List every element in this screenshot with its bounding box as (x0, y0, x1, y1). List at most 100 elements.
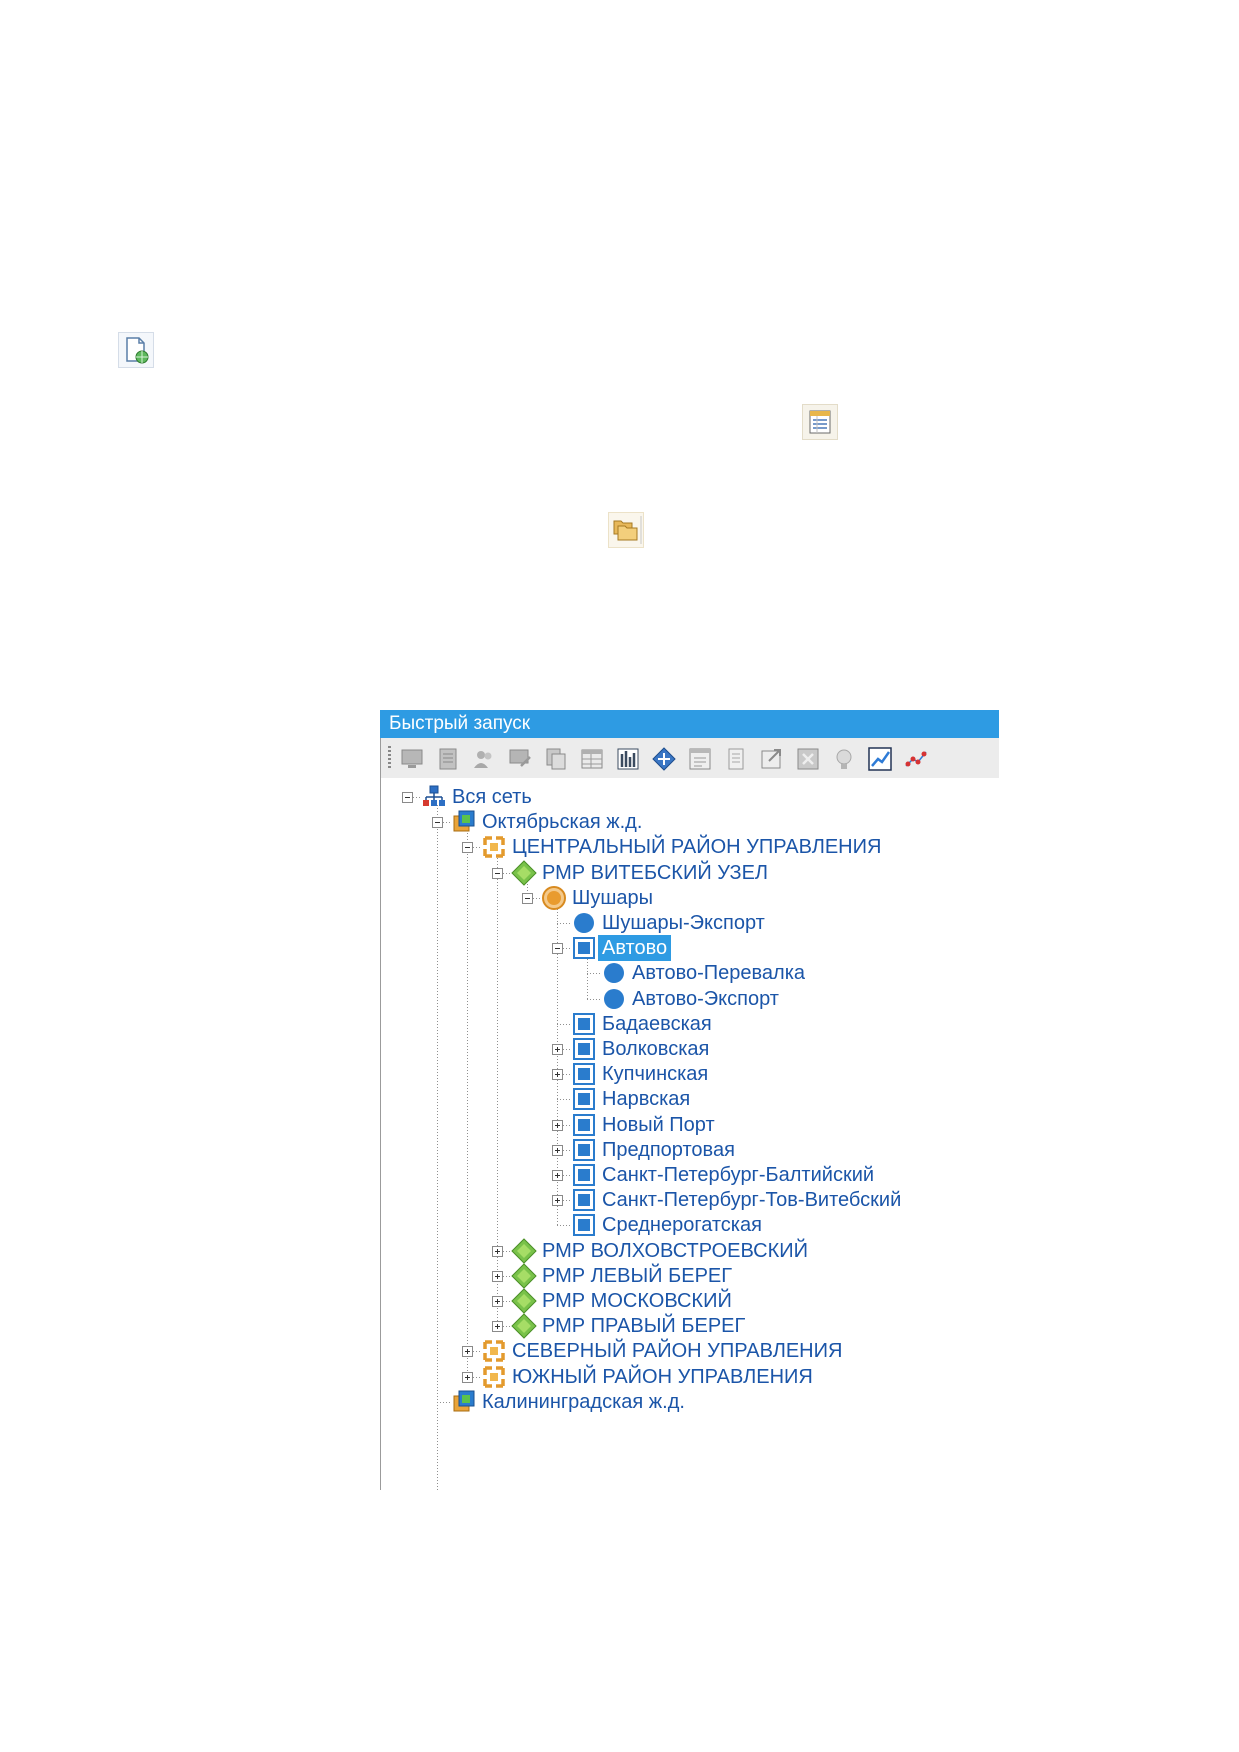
server-icon (439, 748, 457, 770)
station-icon (571, 1086, 597, 1112)
tree-connector (467, 1351, 481, 1353)
copy-button[interactable] (543, 746, 569, 772)
tree-guide-line (587, 956, 588, 999)
users-icon (474, 751, 492, 768)
users-button[interactable] (471, 746, 497, 772)
table-button[interactable] (579, 746, 605, 772)
tree-connector (557, 1049, 571, 1050)
tree-node-label[interactable]: ЦЕНТРАЛЬНЫЙ РАЙОН УПРАВЛЕНИЯ (512, 836, 882, 859)
tree-connector (467, 847, 481, 849)
station-icon (571, 935, 597, 961)
expand-toggle[interactable] (552, 1119, 563, 1131)
expand-toggle[interactable] (492, 1270, 503, 1282)
navigate-button[interactable] (651, 746, 677, 772)
expand-toggle[interactable] (462, 1346, 473, 1358)
table-list-icon[interactable] (802, 404, 838, 440)
tree-node-label[interactable]: Волковская (602, 1038, 710, 1060)
tree-node-label[interactable]: РМР МОСКОВСКИЙ (542, 1290, 732, 1312)
expand-toggle[interactable] (552, 1044, 563, 1055)
monitor-edit-button[interactable] (507, 746, 533, 772)
district-icon (481, 1364, 507, 1390)
tree-node-label[interactable]: Автово-Перевалка (632, 962, 806, 985)
tree-node-label[interactable]: Новый Порт (602, 1113, 715, 1136)
tree-connector (557, 1149, 571, 1151)
railway-icon (451, 1389, 477, 1415)
collapse-toggle[interactable] (432, 817, 443, 829)
tree-guide-line (437, 805, 438, 1402)
tree-node-label[interactable]: Нарвская (602, 1088, 691, 1111)
railway-icon (451, 809, 477, 835)
monitor-button[interactable] (399, 746, 425, 772)
expand-toggle[interactable] (552, 1144, 563, 1156)
tree-node-label[interactable]: Автово (598, 935, 672, 962)
toolbar-grip[interactable] (388, 746, 391, 770)
line-chart-icon (868, 747, 892, 771)
station-icon (571, 1212, 597, 1238)
tree-connector (467, 1376, 481, 1378)
tree-node-label[interactable]: Предпортовая (602, 1138, 735, 1161)
monitor-icon (401, 749, 423, 768)
bar-chart-icon (617, 748, 639, 770)
collapse-toggle[interactable] (462, 842, 473, 854)
tree-node-label[interactable]: РМР ВОЛХОВСТРОЕВСКИЙ (542, 1239, 809, 1262)
collapse-toggle[interactable] (492, 867, 503, 879)
expand-toggle[interactable] (492, 1296, 503, 1307)
collapse-toggle[interactable] (552, 943, 563, 955)
tree-connector (557, 1225, 571, 1227)
expand-toggle[interactable] (552, 1069, 563, 1081)
tree-node-label[interactable]: Санкт-Петербург-Балтийский (602, 1164, 875, 1186)
station-icon (571, 1137, 597, 1163)
expand-toggle[interactable] (552, 1170, 563, 1181)
tree-connector (557, 1175, 571, 1176)
tree-connector (587, 973, 601, 975)
server-button[interactable] (435, 746, 461, 772)
scatter-chart-button[interactable] (903, 746, 929, 772)
expand-toggle[interactable] (552, 1195, 563, 1207)
tree-node-label[interactable]: Бадаевская (602, 1012, 712, 1035)
tree-node-label[interactable]: Октябрьская ж.д. (482, 811, 643, 834)
monitor-edit-icon (509, 749, 531, 767)
folders-icon[interactable] (608, 512, 644, 548)
panel-title: Быстрый запуск (380, 710, 999, 738)
tree-node-label[interactable]: Шушары (572, 886, 653, 909)
tree-node-label[interactable]: Вся сеть (452, 786, 532, 808)
tree-node-label[interactable]: Санкт-Петербург-Тов-Витебский (602, 1189, 902, 1212)
document-globe-icon[interactable] (118, 332, 154, 368)
toolbar (381, 738, 999, 778)
rmr-diamond-icon (511, 1263, 537, 1289)
expand-toggle[interactable] (462, 1371, 473, 1383)
list-button[interactable] (723, 746, 749, 772)
report-button[interactable] (687, 746, 713, 772)
tree-connector (557, 1074, 571, 1076)
tree-node-label[interactable]: РМР ЛЕВЫЙ БЕРЕГ (542, 1264, 733, 1287)
line-chart-button[interactable] (867, 746, 893, 772)
rmr-diamond-icon (511, 859, 537, 886)
tree-connector (527, 897, 541, 899)
excel-button[interactable] (795, 746, 821, 772)
tree-node-label[interactable]: Среднерогатская (602, 1214, 762, 1237)
export-button[interactable] (759, 746, 785, 772)
point-icon (571, 910, 597, 936)
tree-guide-line (497, 855, 498, 1327)
expand-toggle[interactable] (492, 1245, 503, 1257)
tree-connector (497, 872, 511, 874)
tree-node-label[interactable]: Шушары-Экспорт (602, 912, 765, 934)
tree-node-label[interactable]: Автово-Экспорт (632, 987, 779, 1010)
tree-node-label[interactable]: СЕВЕРНЫЙ РАЙОН УПРАВЛЕНИЯ (512, 1340, 843, 1363)
tree-node-label[interactable]: ЮЖНЫЙ РАЙОН УПРАВЛЕНИЯ (512, 1365, 813, 1388)
collapse-toggle[interactable] (522, 892, 533, 904)
bar-chart-button[interactable] (615, 746, 641, 772)
tree-node-label[interactable]: Калининградская ж.д. (482, 1390, 685, 1413)
rmr-diamond-icon (511, 1288, 537, 1314)
collapse-toggle[interactable] (402, 792, 413, 803)
tree-connector (557, 1023, 571, 1025)
tree-node-label[interactable]: РМР ВИТЕБСКИЙ УЗЕЛ (542, 861, 769, 884)
tree-guide-line (557, 905, 558, 1226)
tree-connector (557, 948, 571, 950)
tree-connector (557, 923, 571, 924)
list-icon (728, 748, 744, 770)
tree-node-label[interactable]: Купчинская (602, 1063, 709, 1086)
expand-toggle[interactable] (492, 1321, 503, 1333)
tree-node-label[interactable]: РМР ПРАВЫЙ БЕРЕГ (542, 1315, 746, 1338)
bulb-button[interactable] (831, 746, 857, 772)
